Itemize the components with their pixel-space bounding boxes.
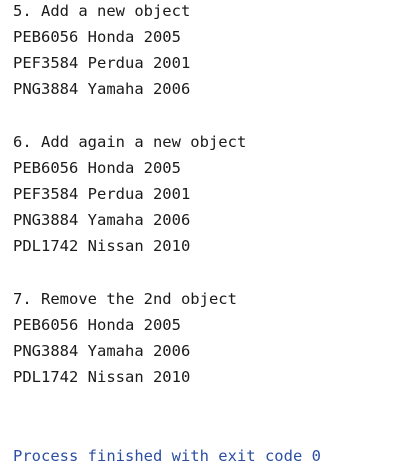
- console-line: PDL1742 Nissan 2010: [13, 237, 191, 255]
- console-output: 5. Add a new object PEB6056 Honda 2005 P…: [13, 0, 398, 471]
- console-line: PEB6056 Honda 2005: [13, 159, 181, 177]
- console-line: PNG3884 Yamaha 2006: [13, 342, 191, 360]
- console-line: PEF3584 Perdua 2001: [13, 54, 191, 72]
- console-line: PNG3884 Yamaha 2006: [13, 211, 191, 229]
- section-heading: 7. Remove the 2nd object: [13, 290, 237, 308]
- section-heading: 6. Add again a new object: [13, 133, 247, 151]
- console-line: PEF3584 Perdua 2001: [13, 185, 191, 203]
- section-heading: 5. Add a new object: [13, 2, 191, 20]
- console-line: PDL1742 Nissan 2010: [13, 368, 191, 386]
- console-line: PEB6056 Honda 2005: [13, 28, 181, 46]
- console-line: PEB6056 Honda 2005: [13, 316, 181, 334]
- console-line: PNG3884 Yamaha 2006: [13, 80, 191, 98]
- process-exit-message: Process finished with exit code 0: [13, 447, 321, 465]
